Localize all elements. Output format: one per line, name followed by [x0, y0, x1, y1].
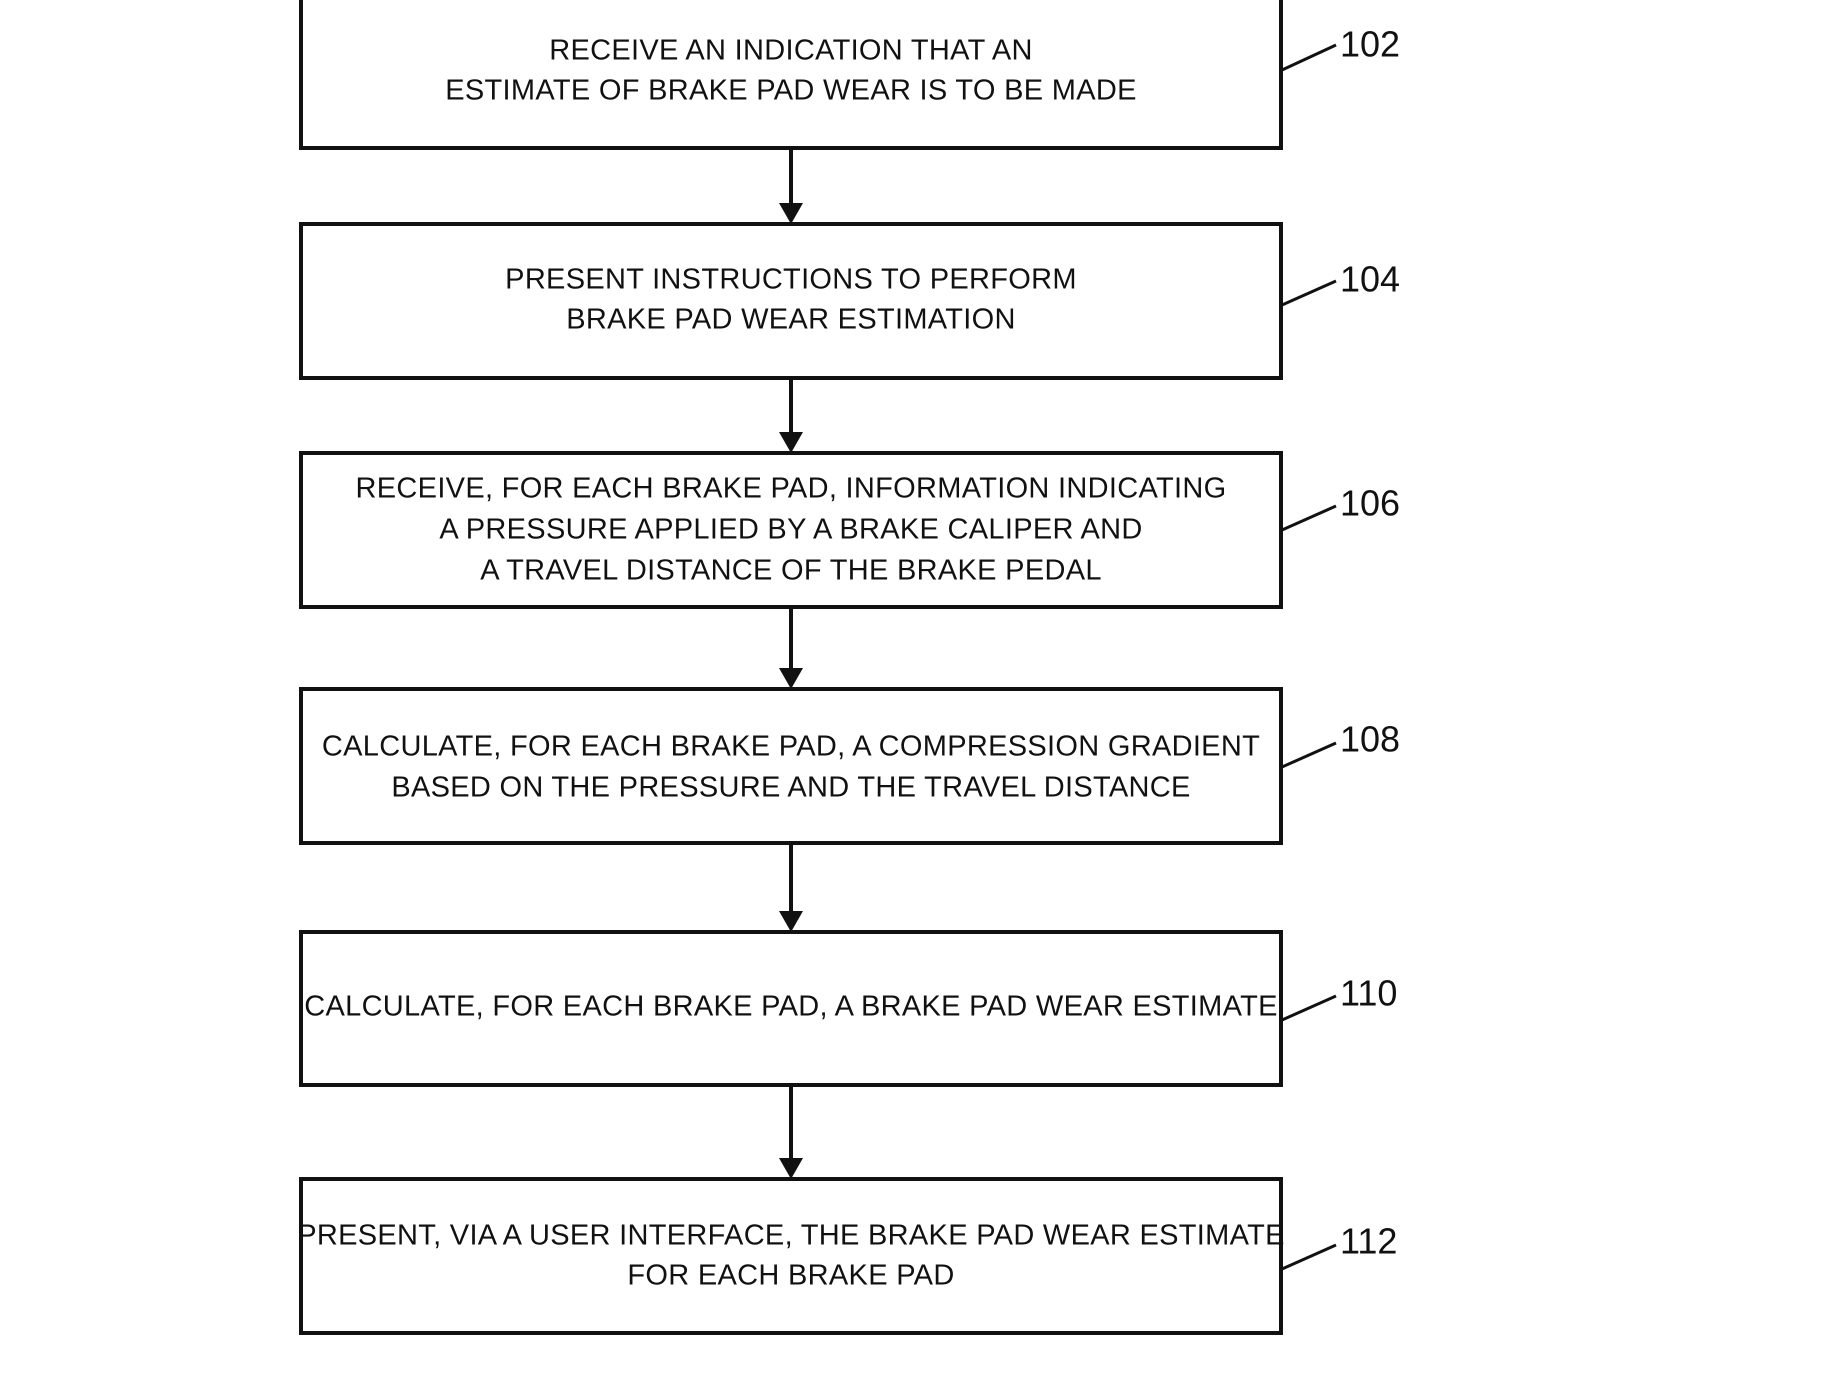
arrowhead-106: [779, 432, 803, 453]
ref-label-110: 110: [1340, 973, 1397, 1014]
step-112-line-1: PRESENT, VIA A USER INTERFACE, THE BRAKE…: [297, 1220, 1285, 1252]
step-box-104: PRESENT INSTRUCTIONS TO PERFORM BRAKE PA…: [299, 222, 1283, 380]
ref-label-106: 106: [1340, 483, 1400, 524]
arrowhead-108: [779, 668, 803, 689]
step-box-108: CALCULATE, FOR EACH BRAKE PAD, A COMPRES…: [299, 687, 1283, 845]
step-102-line-2: ESTIMATE OF BRAKE PAD WEAR IS TO BE MADE: [445, 75, 1136, 107]
arrowhead-110: [779, 911, 803, 932]
step-106-line-3: A TRAVEL DISTANCE OF THE BRAKE PEDAL: [480, 555, 1102, 587]
step-106-line-1: RECEIVE, FOR EACH BRAKE PAD, INFORMATION…: [356, 473, 1227, 505]
leader-line-110: [1281, 994, 1337, 1022]
step-102-line-1: RECEIVE AN INDICATION THAT AN: [549, 35, 1033, 67]
leader-line-102: [1281, 43, 1337, 72]
step-box-110: CALCULATE, FOR EACH BRAKE PAD, A BRAKE P…: [299, 930, 1283, 1087]
arrowhead-112: [779, 1158, 803, 1179]
ref-label-104: 104: [1340, 259, 1400, 300]
ref-label-112: 112: [1340, 1221, 1397, 1262]
step-108-line-1: CALCULATE, FOR EACH BRAKE PAD, A COMPRES…: [322, 731, 1260, 763]
ref-label-102: 102: [1340, 24, 1400, 65]
ref-label-108: 108: [1340, 719, 1400, 760]
step-104-line-1: PRESENT INSTRUCTIONS TO PERFORM: [505, 264, 1077, 296]
step-106-line-2: A PRESSURE APPLIED BY A BRAKE CALIPER AN…: [439, 514, 1142, 546]
leader-line-104: [1281, 279, 1337, 307]
step-104-line-2: BRAKE PAD WEAR ESTIMATION: [566, 304, 1016, 336]
step-box-106: RECEIVE, FOR EACH BRAKE PAD, INFORMATION…: [299, 451, 1283, 609]
arrowhead-104: [779, 203, 803, 224]
leader-line-112: [1281, 1243, 1337, 1271]
step-box-102: RECEIVE AN INDICATION THAT AN ESTIMATE O…: [299, 0, 1283, 150]
step-box-112: PRESENT, VIA A USER INTERFACE, THE BRAKE…: [297, 1177, 1285, 1335]
step-108-line-2: BASED ON THE PRESSURE AND THE TRAVEL DIS…: [391, 772, 1190, 804]
step-110-line-1: CALCULATE, FOR EACH BRAKE PAD, A BRAKE P…: [304, 991, 1277, 1023]
leader-line-106: [1281, 504, 1337, 532]
leader-line-108: [1281, 741, 1337, 769]
step-112-line-2: FOR EACH BRAKE PAD: [627, 1260, 954, 1292]
